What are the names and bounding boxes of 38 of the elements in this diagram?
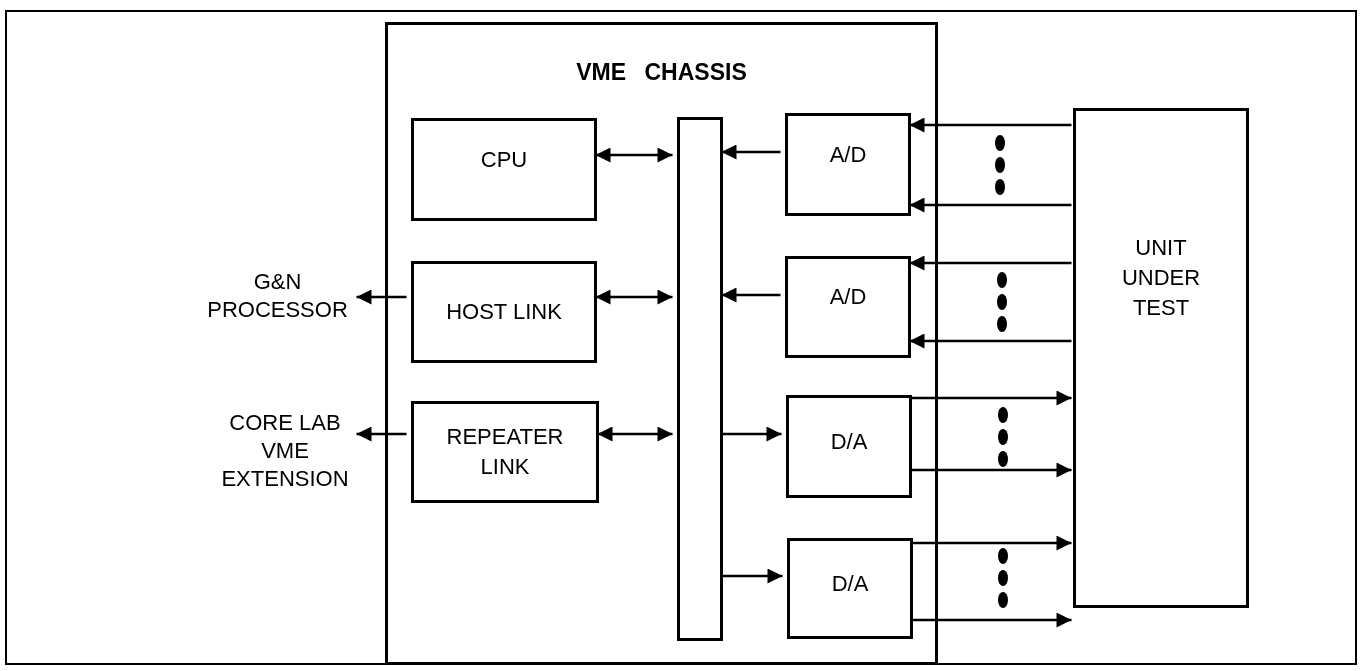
block-box [411,401,599,503]
block-box [786,395,912,498]
block-box [785,113,911,216]
arrow [911,612,1072,628]
chassis-box [385,22,938,665]
arrow [909,333,1072,349]
arrow [721,287,781,303]
arrow [356,426,407,442]
block-label: REPEATER LINK [445,423,565,481]
arrow [721,568,783,584]
arrow [595,289,673,305]
arrow [595,147,673,163]
block-label: A/D [828,283,868,311]
block-label: UNIT UNDER TEST [1120,234,1202,322]
arrow [909,197,1072,213]
bus-bar [677,117,723,641]
block-label: D/A [830,569,870,598]
arrow [911,535,1072,551]
block-box [785,256,911,358]
block-box [411,261,597,363]
arrow [909,255,1072,271]
block-box [1073,108,1249,608]
arrow [909,117,1072,133]
block-box [411,118,597,221]
arrow [721,144,781,160]
external-label: CORE LAB VME EXTENSION [215,395,355,507]
block-box [787,538,913,639]
block-label: CPU [479,145,529,174]
block-label: A/D [828,140,868,169]
arrow [356,289,407,305]
block-label: D/A [829,427,869,456]
external-label: G&N PROCESSOR [200,258,355,334]
arrow [910,462,1072,478]
arrow [597,426,673,442]
block-label: HOST LINK [445,298,563,326]
chassis-title: VME CHASSIS [575,58,748,87]
arrow [910,390,1072,406]
arrow [721,426,782,442]
